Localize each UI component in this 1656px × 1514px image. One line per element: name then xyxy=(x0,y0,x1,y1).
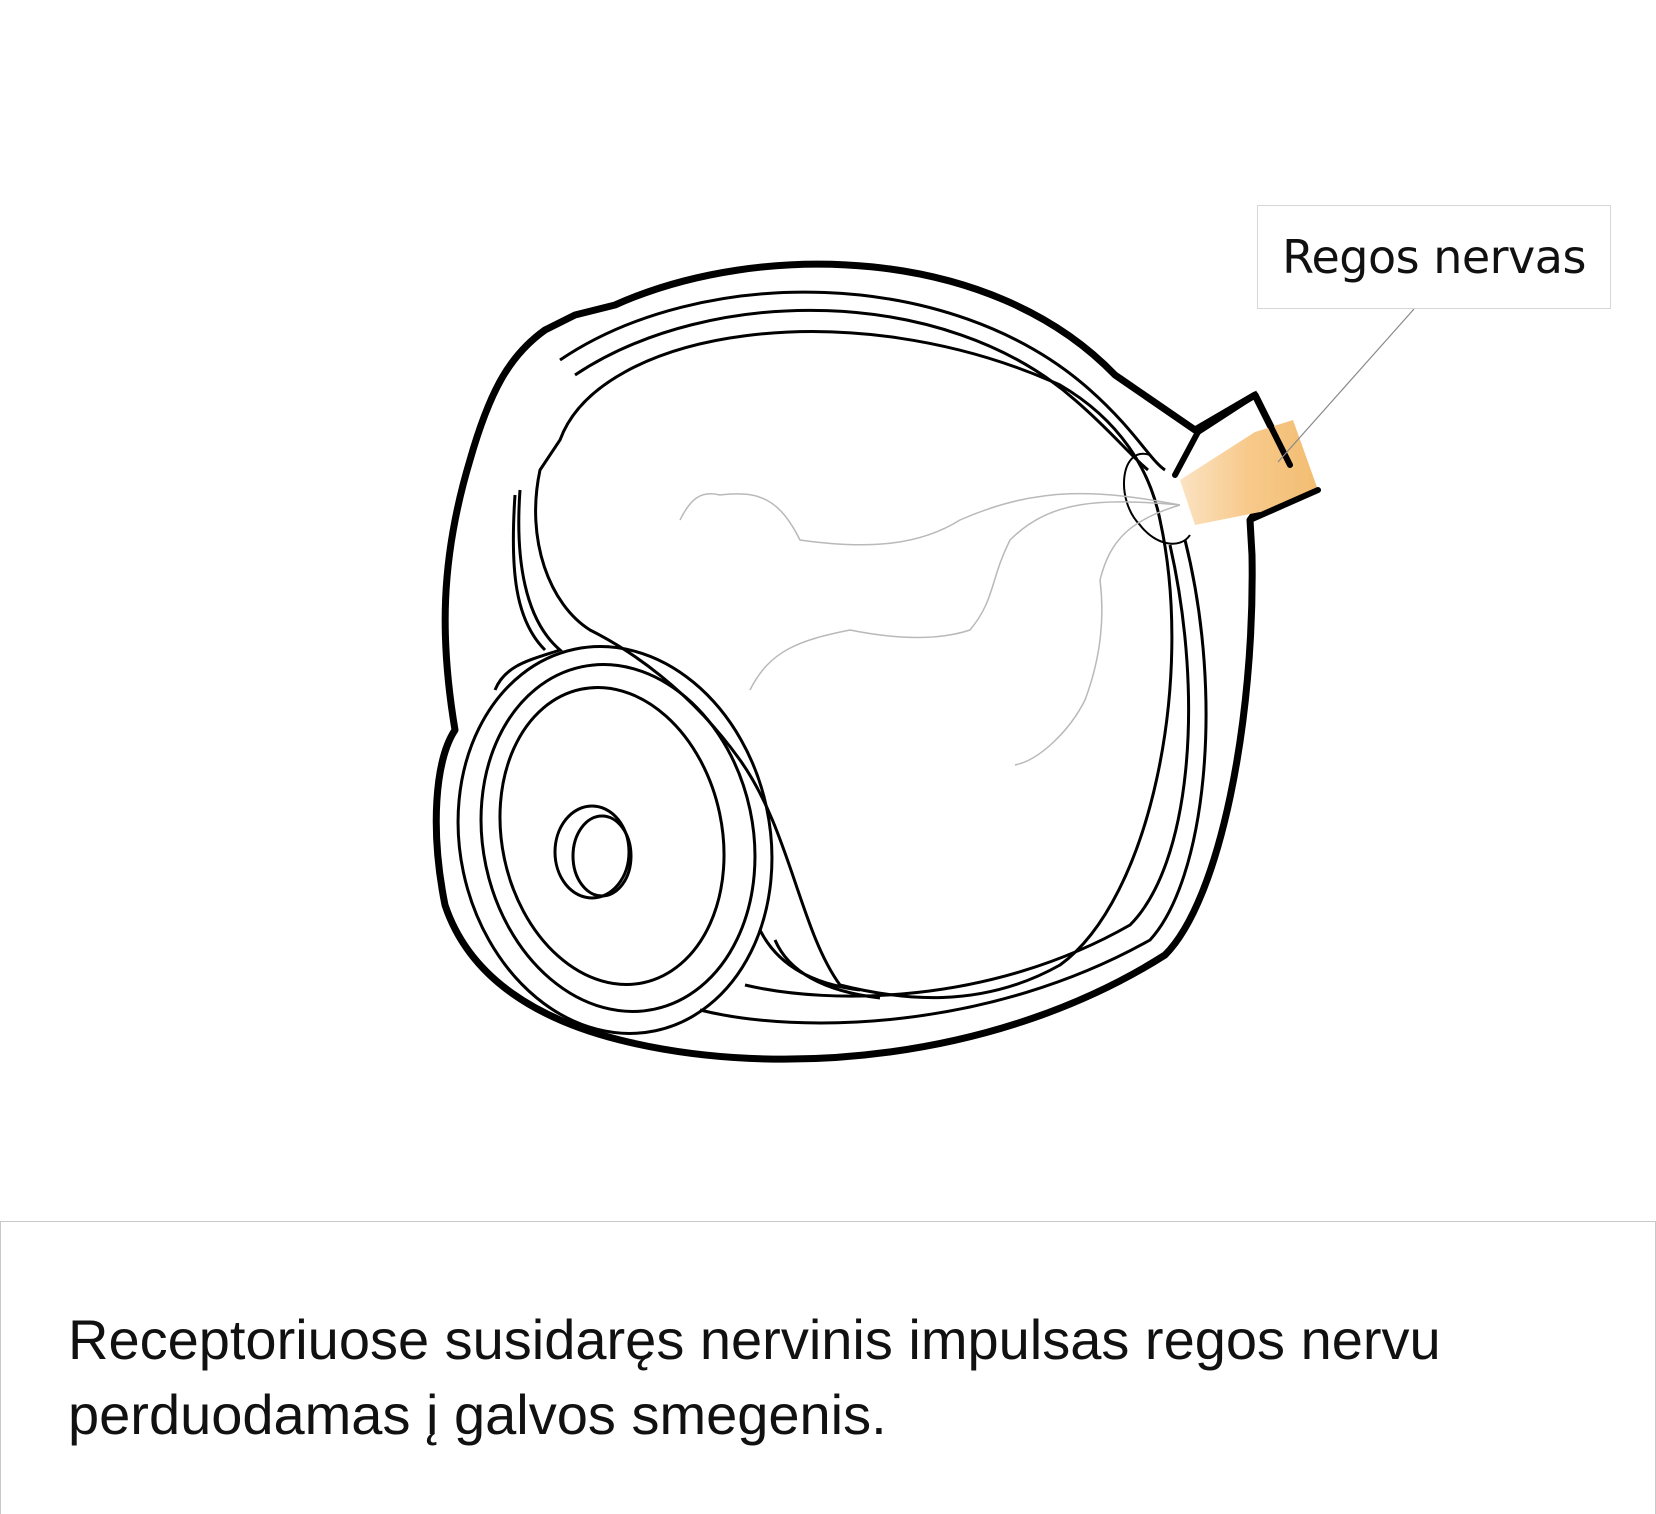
lens-core xyxy=(498,686,726,986)
optic-nerve-label-text: Regos nervas xyxy=(1282,230,1586,284)
caption-text: Receptoriuose susidaręs nervinis impulsa… xyxy=(68,1308,1441,1446)
lens-outer xyxy=(456,645,774,1035)
optic-nerve-label: Regos nervas xyxy=(1257,205,1611,309)
retina-layer xyxy=(574,308,1191,998)
pupil-inner xyxy=(571,814,633,898)
optic-nerve-outline xyxy=(1172,390,1321,523)
vitreous-body xyxy=(534,330,1174,1000)
label-leader-line xyxy=(1277,308,1415,463)
ciliary-body xyxy=(493,489,563,691)
caption-panel: Receptoriuose susidaręs nervinis impulsa… xyxy=(0,1221,1656,1514)
lens-inner xyxy=(479,663,757,1013)
choroid-layer xyxy=(559,290,1208,1025)
blood-vessels xyxy=(679,492,1181,766)
sclera-outline xyxy=(432,260,1294,1063)
optic-disc xyxy=(1123,452,1191,545)
pupil-outer xyxy=(553,804,631,900)
optic-nerve xyxy=(1180,420,1318,525)
lower-ciliary xyxy=(758,929,881,1000)
